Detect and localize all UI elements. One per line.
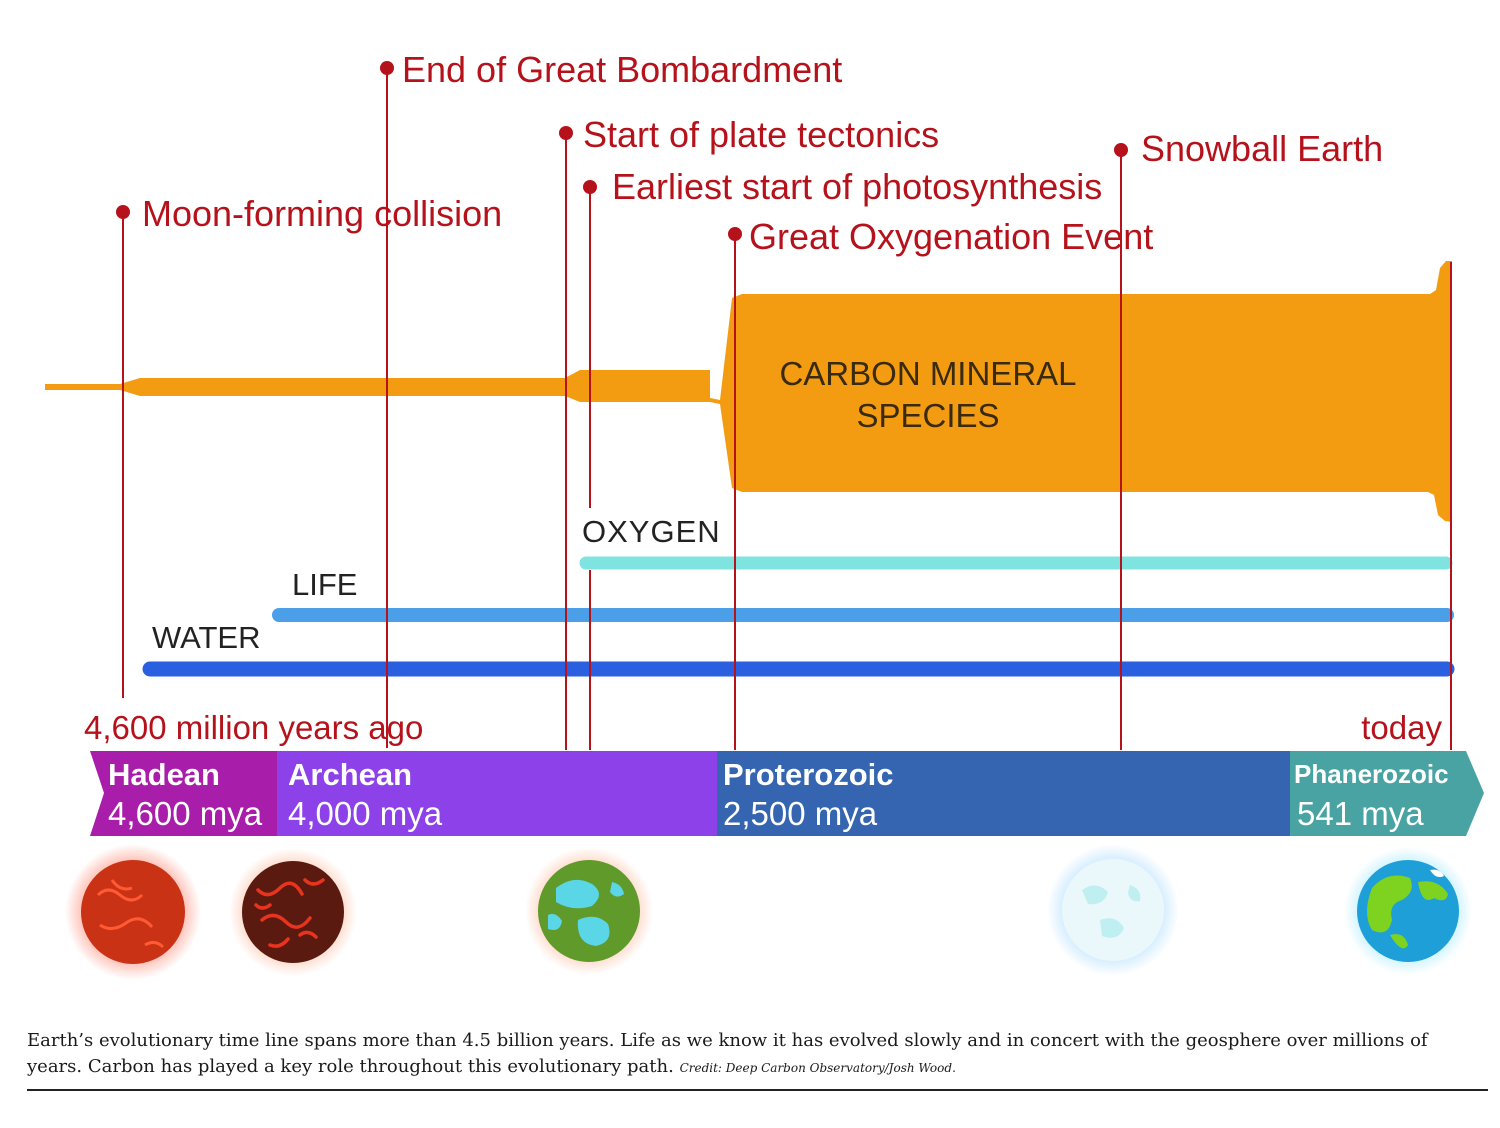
- eon-hadean-start: 4,600 mya: [108, 795, 263, 832]
- tectonics-event-label: Start of plate tectonics: [583, 114, 939, 155]
- life-label: LIFE: [292, 567, 357, 602]
- tectonics-event-dot: [559, 126, 573, 140]
- eon-hadean-name: Hadean: [108, 757, 220, 792]
- moon-event-label: Moon-forming collision: [142, 193, 502, 234]
- archean-green-earth-illustration: [525, 847, 653, 975]
- photosynthesis-event-label: Earliest start of photosynthesis: [612, 166, 1102, 207]
- photosynthesis-event-dot: [583, 180, 597, 194]
- carbon-label-line2: SPECIES: [856, 397, 999, 434]
- eon-hadean-segment: [90, 751, 277, 836]
- modern-earth-illustration: [1344, 847, 1472, 975]
- snowball-event-dot: [1114, 143, 1128, 157]
- caption-text: Earth’s evolutionary time line spans mor…: [27, 1030, 1428, 1077]
- eon-phanerozoic-start: 541 mya: [1297, 795, 1424, 832]
- eon-archean-segment: [277, 751, 717, 836]
- snowball-event-label: Snowball Earth: [1141, 128, 1383, 169]
- event-markers: [122, 68, 1452, 750]
- moon-event-dot: [116, 205, 130, 219]
- earth-timeline-diagram: CARBON MINERAL SPECIES OXYGEN LIFE WATER…: [45, 49, 1484, 980]
- archean-earth-illustration: [229, 848, 357, 976]
- eon-archean-name: Archean: [288, 757, 412, 792]
- eon-proterozoic-segment: [717, 751, 1290, 836]
- eon-bar: [90, 751, 1484, 836]
- hadean-earth-illustration: [65, 844, 201, 980]
- carbon-label-line1: CARBON MINERAL: [779, 355, 1076, 392]
- carbon-mineral-band: [45, 261, 1452, 522]
- eon-proterozoic-start: 2,500 mya: [723, 795, 878, 832]
- snowball-earth-illustration: [1047, 844, 1179, 976]
- oxygenation-event-label: Great Oxygenation Event: [749, 216, 1153, 257]
- caption-divider: [27, 1089, 1488, 1091]
- bombardment-event-dot: [380, 61, 394, 75]
- bombardment-event-label: End of Great Bombardment: [402, 49, 842, 90]
- eon-phanerozoic-segment: [1290, 751, 1484, 836]
- oxygenation-event-dot: [728, 227, 742, 241]
- eon-proterozoic-name: Proterozoic: [723, 757, 894, 792]
- caption-credit: Credit: Deep Carbon Observatory/Josh Woo…: [679, 1061, 956, 1075]
- axis-end-label: today: [1361, 709, 1442, 746]
- eon-phanerozoic-name: Phanerozoic: [1294, 759, 1449, 789]
- water-label: WATER: [152, 620, 261, 655]
- figure-caption: Earth’s evolutionary time line spans mor…: [27, 1028, 1477, 1081]
- axis-start-label: 4,600 million years ago: [84, 709, 423, 746]
- oxygen-label: OXYGEN: [582, 514, 721, 549]
- eon-archean-start: 4,000 mya: [288, 795, 443, 832]
